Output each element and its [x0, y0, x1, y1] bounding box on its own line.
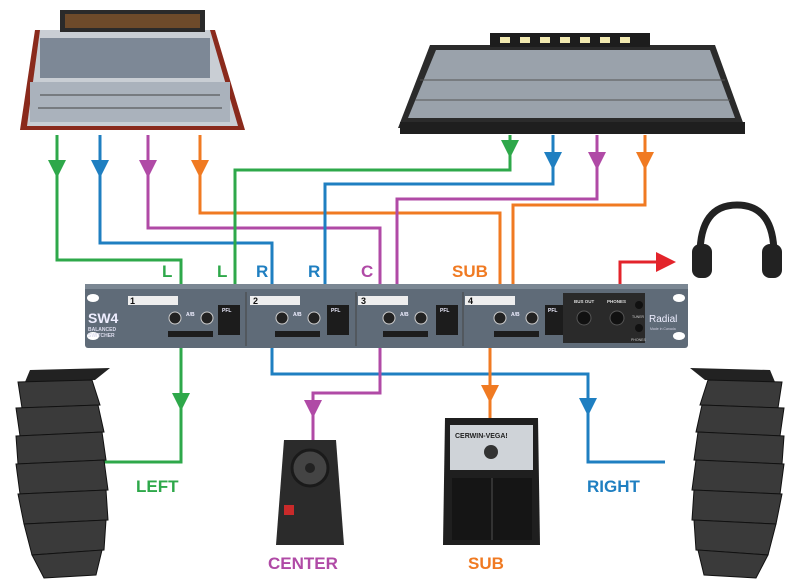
subwoofer-speaker: CERWIN-VEGA!	[443, 418, 540, 545]
input-label-c: C	[361, 262, 373, 281]
input-label-r: R	[256, 262, 268, 281]
headphones-icon	[692, 201, 782, 278]
arrow-down-icon	[304, 400, 322, 418]
center-speaker	[276, 440, 344, 545]
green-line-left-console	[55, 135, 183, 286]
arrow-down-icon	[481, 385, 499, 403]
arrow-down-icon	[588, 152, 606, 170]
arrow-down-icon	[501, 140, 519, 158]
ab-knob-label: A/B	[186, 312, 195, 318]
output-label-center: CENTER	[268, 554, 338, 573]
output-label-sub: SUB	[468, 554, 504, 573]
blue-line-right-console	[323, 135, 555, 286]
channel-2: 2 A/B PFL	[250, 296, 349, 337]
pfl-label: PFL	[440, 308, 449, 314]
channel-1: 1 A/B PFL	[128, 296, 240, 337]
arrow-down-icon	[636, 152, 654, 170]
input-label-l: L	[217, 262, 227, 281]
magenta-line-right-console	[395, 135, 599, 286]
arrow-down-icon	[579, 398, 597, 416]
magenta-line-center-output	[311, 348, 382, 440]
bus-out-label: BUS OUT	[574, 299, 595, 304]
made-in-canada: Made in Canada	[650, 327, 676, 331]
right-line-array-speaker	[690, 368, 785, 579]
arrow-down-icon	[48, 160, 66, 178]
arrows	[48, 140, 676, 418]
arrow-down-icon	[139, 160, 157, 178]
channel-number: 4	[468, 296, 473, 306]
output-label-right: RIGHT	[587, 477, 641, 496]
channel-3: 3 A/B PFL	[358, 296, 458, 337]
red-line-headphones	[618, 260, 670, 286]
magenta-line-left-console	[146, 135, 382, 286]
arrow-down-icon	[544, 152, 562, 170]
arrow-down-icon	[172, 393, 190, 411]
pfl-label: PFL	[331, 308, 340, 314]
sub-brand-logo: CERWIN-VEGA!	[455, 433, 508, 440]
blue-line-right-output	[270, 348, 665, 464]
channel-number: 1	[130, 296, 135, 306]
input-label-l: L	[162, 262, 172, 281]
channel-number: 3	[361, 296, 366, 306]
phones-jack-label: PHONES	[631, 338, 646, 342]
arrow-down-icon	[91, 160, 109, 178]
pfl-label: PFL	[222, 308, 231, 314]
channel-number: 2	[253, 296, 258, 306]
left-mixing-console	[20, 10, 245, 130]
ab-knob-label: A/B	[511, 312, 520, 318]
blue-line-left-console	[98, 135, 274, 286]
switcher-model: SW4	[88, 310, 119, 326]
right-mixing-console	[398, 33, 745, 134]
master-section: BUS OUT PHONES TUNER PHONES	[563, 293, 646, 343]
ab-knob-label: A/B	[400, 312, 409, 318]
pfl-label: PFL	[548, 308, 557, 314]
input-label-r: R	[308, 262, 320, 281]
radial-logo: Radial	[649, 314, 677, 325]
switcher-subtitle-2: SWITCHER	[88, 333, 115, 339]
phones-label: PHONES	[607, 299, 626, 304]
channel-4: 4 A/B PFL	[465, 296, 565, 337]
left-line-array-speaker	[15, 368, 110, 579]
ab-knob-label: A/B	[293, 312, 302, 318]
output-label-left: LEFT	[136, 477, 179, 496]
arrow-right-icon	[656, 252, 676, 272]
switcher-subtitle-1: BALANCED	[88, 327, 116, 333]
input-label-sub: SUB	[452, 262, 488, 281]
tuner-label: TUNER	[632, 315, 645, 319]
green-line-left-output	[100, 348, 183, 464]
sw4-switcher: SW4 BALANCED SWITCHER 1 A/B PFL 2 A/B PF…	[85, 284, 688, 348]
arrow-down-icon	[191, 160, 209, 178]
